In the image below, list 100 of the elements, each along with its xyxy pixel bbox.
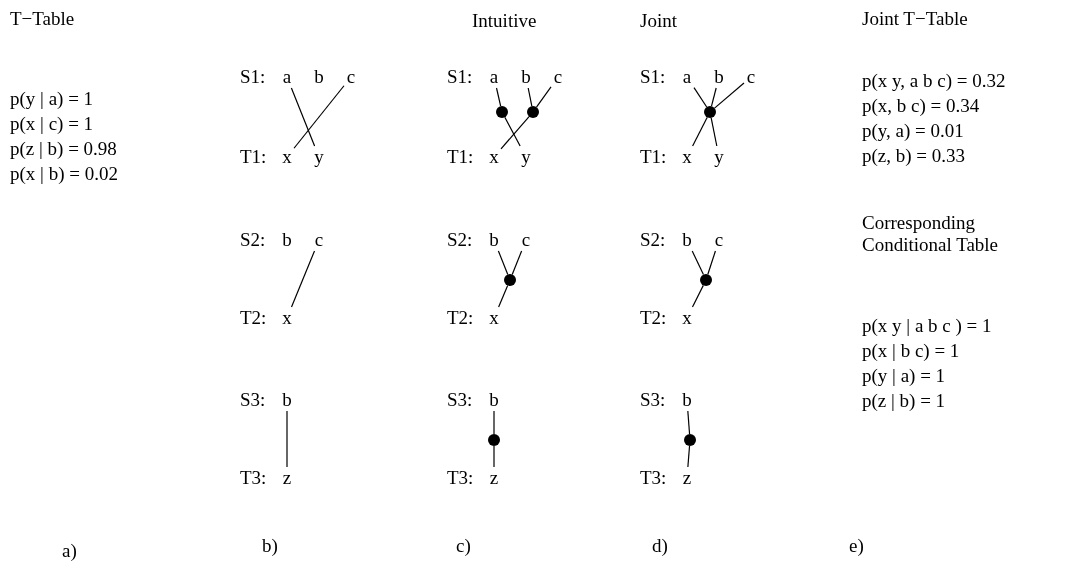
word: z bbox=[680, 469, 694, 487]
probability-entry: p(x | c) = 1 bbox=[10, 113, 94, 135]
target-sentence-label: T2: bbox=[240, 307, 267, 329]
word: c bbox=[712, 231, 726, 249]
source-sentence-label: S2: bbox=[240, 229, 266, 251]
target-sentence-label: T1: bbox=[640, 146, 667, 168]
alignment-line bbox=[286, 410, 288, 468]
target-sentence-label: T1: bbox=[240, 146, 267, 168]
alignment-dot bbox=[496, 106, 508, 118]
alignment-line bbox=[493, 445, 495, 468]
table-heading: Joint T−Table bbox=[862, 8, 968, 30]
table-heading: T−Table bbox=[10, 8, 75, 30]
word: c bbox=[551, 68, 565, 86]
probability-entry: p(z | b) = 0.98 bbox=[10, 138, 117, 160]
alignment-line bbox=[687, 445, 691, 468]
word: x bbox=[487, 309, 501, 327]
word: y bbox=[312, 148, 326, 166]
alignment-line bbox=[511, 250, 523, 276]
alignment-dot bbox=[700, 274, 712, 286]
alignment-dot bbox=[704, 106, 716, 118]
panel-label: e) bbox=[849, 535, 864, 557]
alignment-line bbox=[687, 410, 691, 435]
source-sentence-label: S3: bbox=[640, 389, 666, 411]
source-sentence-label: S2: bbox=[447, 229, 473, 251]
source-sentence-label: S1: bbox=[240, 66, 266, 88]
word: b bbox=[487, 231, 501, 249]
word: a bbox=[487, 68, 501, 86]
word: b bbox=[519, 68, 533, 86]
word: b bbox=[280, 231, 294, 249]
word: z bbox=[487, 469, 501, 487]
alignment-line bbox=[692, 116, 708, 147]
alignment-line bbox=[498, 284, 509, 308]
alignment-dot bbox=[527, 106, 539, 118]
alignment-line bbox=[713, 82, 745, 109]
word: x bbox=[280, 148, 294, 166]
target-sentence-label: T3: bbox=[240, 467, 267, 489]
word: c bbox=[312, 231, 326, 249]
panel-label: d) bbox=[652, 535, 668, 557]
probability-entry: p(z, b) = 0.33 bbox=[862, 145, 966, 167]
probability-entry: p(y, a) = 0.01 bbox=[862, 120, 964, 142]
word: b bbox=[680, 231, 694, 249]
alignment-line bbox=[293, 85, 345, 149]
word: c bbox=[744, 68, 758, 86]
alignment-line bbox=[500, 115, 530, 150]
probability-entry: p(z | b) = 1 bbox=[862, 390, 946, 412]
target-sentence-label: T3: bbox=[447, 467, 474, 489]
alignment-line bbox=[497, 250, 509, 276]
panel-label: a) bbox=[62, 540, 77, 562]
source-sentence-label: S1: bbox=[640, 66, 666, 88]
alignment-line bbox=[290, 250, 316, 308]
alignment-line bbox=[691, 284, 704, 308]
alignment-line bbox=[710, 117, 718, 147]
alignment-line bbox=[535, 86, 552, 108]
word: b bbox=[487, 391, 501, 409]
word: c bbox=[519, 231, 533, 249]
word: z bbox=[280, 469, 294, 487]
alignment-line bbox=[493, 410, 495, 435]
word: c bbox=[344, 68, 358, 86]
alignment-line bbox=[527, 87, 533, 107]
column-heading: Intuitive bbox=[472, 10, 537, 32]
word: y bbox=[712, 148, 726, 166]
alignment-line bbox=[290, 87, 316, 147]
source-sentence-label: S3: bbox=[447, 389, 473, 411]
table-heading: Corresponding Conditional Table bbox=[862, 212, 1000, 256]
word: y bbox=[519, 148, 533, 166]
target-sentence-label: T2: bbox=[640, 307, 667, 329]
probability-entry: p(x | b) = 0.02 bbox=[10, 163, 118, 185]
target-sentence-label: T3: bbox=[640, 467, 667, 489]
panel-label: b) bbox=[262, 535, 278, 557]
alignment-dot bbox=[488, 434, 500, 446]
word: x bbox=[280, 309, 294, 327]
probability-entry: p(x | b c) = 1 bbox=[862, 340, 960, 362]
alignment-dot bbox=[684, 434, 696, 446]
word: a bbox=[680, 68, 694, 86]
word: x bbox=[487, 148, 501, 166]
probability-entry: p(x, b c) = 0.34 bbox=[862, 95, 980, 117]
alignment-dot bbox=[504, 274, 516, 286]
alignment-line bbox=[693, 87, 708, 108]
word: b bbox=[280, 391, 294, 409]
word: b bbox=[680, 391, 694, 409]
alignment-line bbox=[504, 116, 521, 147]
word: b bbox=[712, 68, 726, 86]
word: b bbox=[312, 68, 326, 86]
alignment-line bbox=[707, 250, 716, 275]
target-sentence-label: T1: bbox=[447, 146, 474, 168]
word: x bbox=[680, 148, 694, 166]
target-sentence-label: T2: bbox=[447, 307, 474, 329]
source-sentence-label: S3: bbox=[240, 389, 266, 411]
word: a bbox=[280, 68, 294, 86]
probability-entry: p(x y | a b c ) = 1 bbox=[862, 315, 992, 337]
probability-entry: p(x y, a b c) = 0.32 bbox=[862, 70, 1006, 92]
source-sentence-label: S2: bbox=[640, 229, 666, 251]
probability-entry: p(y | a) = 1 bbox=[862, 365, 946, 387]
probability-entry: p(y | a) = 1 bbox=[10, 88, 94, 110]
alignment-line bbox=[710, 87, 717, 107]
column-heading: Joint bbox=[640, 10, 677, 32]
alignment-line bbox=[691, 250, 705, 276]
word: x bbox=[680, 309, 694, 327]
panel-label: c) bbox=[456, 535, 471, 557]
source-sentence-label: S1: bbox=[447, 66, 473, 88]
